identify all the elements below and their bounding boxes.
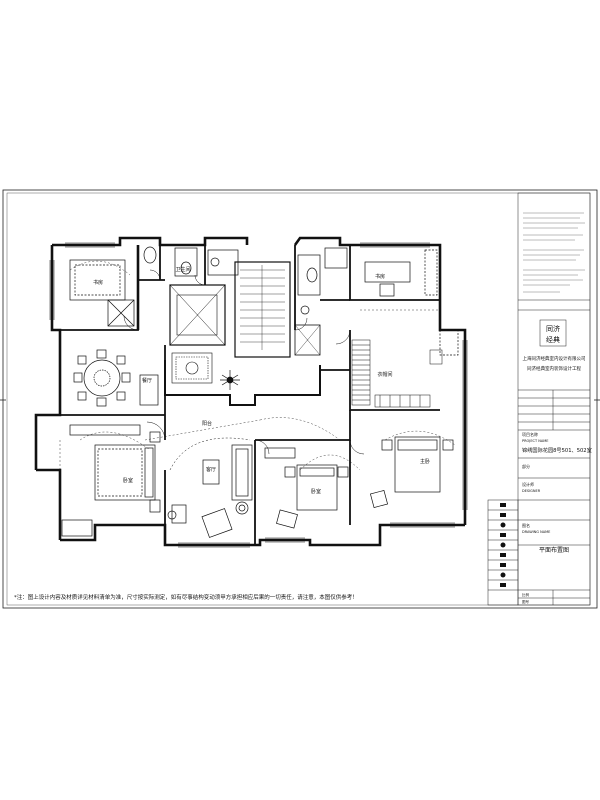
legend-symbol-icon — [500, 583, 506, 587]
study-nw-furniture — [69, 259, 135, 327]
lighting-circuits — [59, 260, 456, 520]
drawing-frame — [2, 189, 598, 609]
room-labels: 书房 卫生间 餐厅 卧室 客厅 卧室 主卧 书房 衣帽间 阳台 — [93, 266, 430, 495]
logo-text-line2: 经典 — [546, 335, 560, 344]
legend-symbols — [500, 503, 506, 587]
entry-rug — [171, 352, 213, 384]
drawing-label-en: DRAWING NAME — [522, 530, 550, 534]
floor-plan — [34, 236, 468, 548]
room-label-bedroom-s: 卧室 — [311, 488, 321, 495]
room-label-living: 客厅 — [206, 466, 216, 473]
project-name: 锦绣国际花园8号501、502室 — [522, 446, 592, 454]
interior-walls — [52, 245, 440, 545]
title-block — [487, 192, 591, 606]
master-bedroom-furniture — [369, 329, 459, 509]
study-ne-furniture — [364, 249, 438, 297]
windows — [49, 242, 468, 548]
room-label-master-bedroom: 主卧 — [420, 458, 430, 465]
legend-symbol-icon — [500, 563, 506, 567]
bath-n-fixtures — [143, 246, 239, 277]
room-label-study-nw: 书房 — [93, 279, 103, 286]
company-name-line1: 上海同济经典室内设计有限公司 — [523, 355, 586, 362]
stair-elevator-core — [164, 261, 321, 406]
legend-symbol-icon — [500, 503, 506, 507]
doors — [123, 269, 365, 455]
bedroom-s-furniture — [264, 447, 349, 529]
logo-text-line1: 同济 — [546, 324, 560, 333]
exterior-walls — [34, 236, 467, 547]
dining-table — [73, 349, 159, 407]
room-label-dining: 餐厅 — [142, 377, 152, 384]
drawing-label: 图名 — [522, 522, 530, 528]
room-label-study-ne: 书房 — [375, 273, 385, 280]
designer-label: 设计师 — [522, 481, 534, 487]
company-name-line2: 同济经典室内装饰设计工程 — [527, 365, 581, 372]
legend-symbol-icon — [500, 572, 506, 578]
legend-symbol-icon — [500, 513, 506, 517]
legend-symbol-icon — [500, 522, 506, 528]
drawing-name: 平面布置图 — [539, 546, 569, 554]
bath-ne-fixtures — [297, 247, 348, 315]
room-label-closet: 衣帽间 — [377, 371, 392, 378]
room-label-balcony: 阳台 — [202, 420, 212, 427]
scale-label: 比例 — [522, 592, 530, 597]
legend-symbol-icon — [500, 542, 506, 548]
plant-icon — [220, 370, 240, 390]
legend-symbol-icon — [500, 553, 506, 557]
project-label: 项目名称 — [522, 431, 538, 437]
closet-furniture — [351, 339, 443, 408]
living-room-furniture — [169, 437, 253, 538]
room-label-bedroom-sw: 卧室 — [123, 477, 133, 484]
general-notes-lines — [523, 212, 585, 293]
room-label-bath-n: 卫生间 — [175, 266, 190, 273]
project-label-en: PROJECT NAME — [522, 439, 548, 443]
title-block-texts: 同济 经典 上海同济经典室内设计有限公司 同济经典室内装饰设计工程 项目名称 P… — [522, 324, 592, 604]
disclaimer-note: *注：图上设计内容及材质详见材料清单为准，尺寸按实际测定，如有尽事结构变动须甲方… — [14, 593, 358, 601]
bedroom-sw-furniture — [61, 424, 177, 537]
part-label: 部分 — [522, 463, 530, 469]
designer-label-en: DESIGNER — [522, 489, 541, 493]
sheet-number-label: 图号 — [522, 599, 530, 604]
legend-symbol-icon — [500, 533, 506, 537]
